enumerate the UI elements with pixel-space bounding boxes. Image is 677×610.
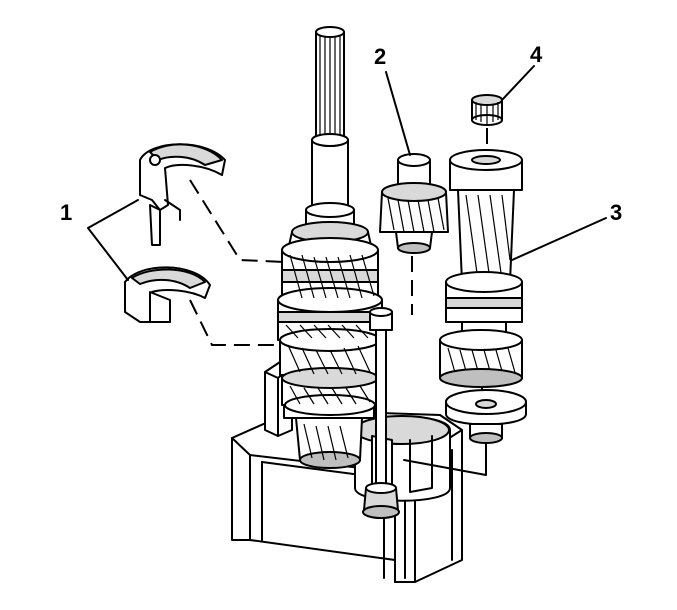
mainshaft-assembly: [277, 26, 383, 469]
countershaft-gear: [379, 153, 449, 254]
needle-bearing: [471, 94, 503, 126]
callout-1: 1: [60, 200, 72, 225]
fork-lower-alignment-line: [189, 299, 282, 346]
leader-2: [385, 71, 411, 156]
leader-4: [501, 65, 535, 101]
gear-stack: [277, 237, 383, 469]
shift-fork-lower: [124, 266, 211, 323]
callout-2: 2: [374, 44, 386, 69]
leader-3: [511, 217, 607, 261]
thrust-washer: [445, 389, 527, 444]
callout-3: 3: [610, 200, 622, 225]
leader-1: [87, 199, 139, 281]
fork-upper-alignment-line: [189, 179, 285, 263]
shift-fork-upper: [139, 143, 226, 246]
shift-rod: [362, 307, 400, 519]
callout-4: 4: [530, 42, 543, 67]
washer-leader-line: [403, 443, 487, 476]
shaft-splines: [319, 36, 341, 138]
countershaft-cluster: [439, 149, 523, 388]
